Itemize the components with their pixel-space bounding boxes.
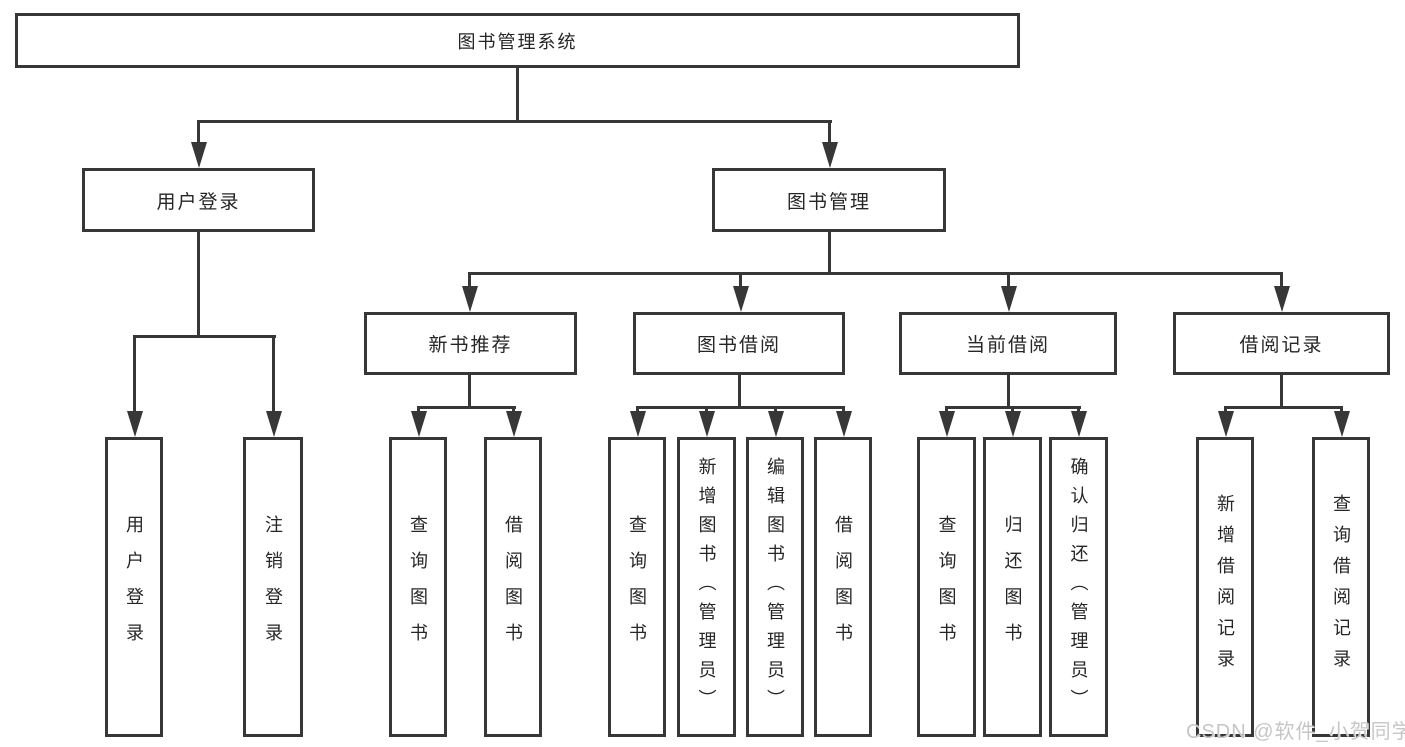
connector-borrowing-rail — [636, 406, 845, 409]
node-library-management-system: 图书管理系统 — [15, 13, 1020, 68]
arrow-down-icon — [767, 406, 784, 437]
connector-recommend-rail — [417, 406, 516, 409]
node-label: 注销登录 — [263, 515, 283, 659]
node-book-management: 图书管理 — [712, 168, 946, 232]
connector-borrowing-stem — [738, 374, 741, 409]
node-label: 用户登录 — [156, 191, 241, 213]
node-label: 新书推荐 — [428, 335, 513, 356]
node-label: 编辑图书（管理员） — [765, 456, 785, 718]
connector-current-stem — [1007, 374, 1010, 409]
node-leaf-borrow-books: 借阅图书 — [484, 437, 542, 737]
arrow-down-icon — [461, 272, 478, 312]
arrow-down-icon — [265, 335, 282, 437]
arrow-down-icon — [629, 406, 646, 437]
node-label: 查询图书 — [627, 515, 647, 659]
node-book-borrowing: 图书借阅 — [633, 312, 845, 375]
arrow-down-icon — [1217, 406, 1234, 437]
node-leaf-add-borrow-record: 新增借阅记录 — [1196, 437, 1254, 737]
arrow-down-icon — [835, 406, 852, 437]
arrow-down-icon — [1273, 272, 1290, 312]
node-leaf-query-borrow-record: 查询借阅记录 — [1312, 437, 1370, 737]
node-label: 图书借阅 — [696, 335, 781, 356]
arrow-down-icon — [732, 272, 749, 312]
node-leaf-logout: 注销登录 — [243, 437, 303, 737]
node-leaf-borrow-books: 借阅图书 — [814, 437, 872, 737]
node-leaf-query-books: 查询图书 — [389, 437, 447, 737]
node-label: 借阅图书 — [833, 515, 853, 659]
node-borrowing-records: 借阅记录 — [1173, 312, 1390, 375]
node-label: 查询借阅记录 — [1331, 494, 1351, 680]
connector-records-stem — [1280, 374, 1283, 409]
node-label: 借阅图书 — [503, 515, 523, 659]
node-leaf-add-books-admin: 新增图书（管理员） — [677, 437, 736, 737]
connector-book-management-rail — [468, 272, 1283, 275]
connector-user-login-stem — [197, 231, 200, 338]
node-leaf-edit-books-admin: 编辑图书（管理员） — [746, 437, 804, 737]
node-label: 归还图书 — [1002, 515, 1023, 659]
arrow-down-icon — [1004, 406, 1021, 437]
connector-root-stem — [516, 68, 519, 123]
node-current-borrowing: 当前借阅 — [899, 312, 1117, 375]
connector-book-management-stem — [828, 231, 831, 275]
node-label: 确认归还（管理员） — [1068, 456, 1089, 718]
connector-root-rail — [197, 120, 832, 123]
node-label: 查询图书 — [936, 515, 957, 659]
arrow-down-icon — [410, 406, 427, 437]
node-user-login: 用户登录 — [82, 168, 315, 232]
arrow-down-icon — [190, 120, 207, 168]
arrow-down-icon — [821, 120, 838, 168]
node-leaf-query-books: 查询图书 — [917, 437, 976, 737]
arrow-down-icon — [938, 406, 955, 437]
node-label: 图书管理 — [786, 191, 871, 213]
node-label: 用户登录 — [124, 515, 144, 659]
connector-user-login-rail — [133, 335, 276, 338]
node-label: 新增图书（管理员） — [696, 456, 717, 718]
node-label: 新增借阅记录 — [1215, 494, 1235, 680]
node-leaf-confirm-return-admin: 确认归还（管理员） — [1049, 437, 1108, 737]
node-label: 当前借阅 — [965, 335, 1050, 356]
arrow-down-icon — [1000, 272, 1017, 312]
connector-recommend-stem — [468, 374, 471, 409]
node-leaf-query-books: 查询图书 — [608, 437, 666, 737]
arrow-down-icon — [1070, 406, 1087, 437]
arrow-down-icon — [1333, 406, 1350, 437]
node-leaf-return-books: 归还图书 — [983, 437, 1042, 737]
node-leaf-user-login: 用户登录 — [105, 437, 163, 737]
arrow-down-icon — [126, 335, 143, 437]
node-label: 查询图书 — [408, 515, 428, 659]
connector-records-rail — [1224, 406, 1343, 409]
node-label: 图书管理系统 — [457, 31, 578, 52]
arrow-down-icon — [698, 406, 715, 437]
node-new-book-recommendation: 新书推荐 — [364, 312, 577, 375]
node-label: 借阅记录 — [1239, 335, 1324, 356]
watermark: CSDN @软件_小贺同学 — [1186, 721, 1405, 743]
arrow-down-icon — [505, 406, 522, 437]
